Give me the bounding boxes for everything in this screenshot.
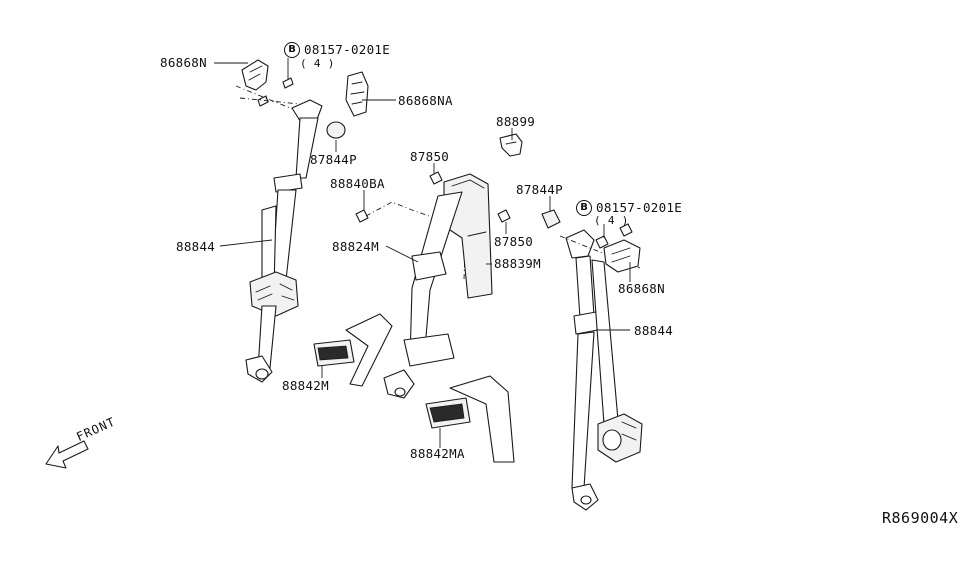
clip-88899: [499, 133, 523, 157]
bracket-86868na-body: [345, 71, 369, 117]
guide-left: [273, 173, 303, 193]
front-arrow-icon: [45, 440, 89, 469]
bolt-circle-b-icon-right: B: [576, 200, 592, 216]
guide-right: [573, 311, 599, 335]
label-87850-top: 87850: [410, 149, 450, 164]
webbing-lower-right: [571, 331, 595, 489]
buckle-88842m-strap: [345, 313, 393, 387]
cover-cap-87844p-left: [326, 121, 346, 139]
cover-cap-87844p-right: [541, 209, 561, 229]
clip-88899-body: [499, 133, 523, 157]
retractor-left: [249, 271, 299, 317]
right-seat-belt-assembly: [541, 209, 643, 511]
webbing-upper-left: [295, 117, 319, 179]
left-seat-belt-assembly: [235, 59, 346, 383]
label-88844-left: 88844: [176, 239, 216, 254]
label-88839m: 88839M: [494, 256, 541, 271]
label-88842ma: 88842MA: [410, 446, 465, 461]
label-87850-right: 87850: [494, 234, 534, 249]
label-88840ba: 88840BA: [330, 176, 385, 191]
label-bolt-spec-top: 08157-0201E: [304, 42, 391, 57]
buckle-88842ma: [425, 375, 515, 463]
bracket-86868na: [345, 71, 369, 117]
center-seat-belt-assembly: [355, 171, 511, 399]
center-webbing-fold: [403, 333, 455, 367]
reference-number: R869004X: [882, 509, 959, 527]
buckle-88842ma-strap: [449, 375, 515, 463]
label-86868n-top: 86868N: [160, 55, 207, 70]
bolt-87850-right: [497, 209, 511, 223]
bolt-88840ba: [355, 209, 369, 223]
label-88824m: 88824M: [332, 239, 379, 254]
anchor-bracket-right: [603, 239, 641, 273]
label-qty-right: ( 4 ): [594, 214, 629, 227]
anchor-bracket-left: [241, 59, 269, 91]
center-guide-88824m: [411, 251, 447, 281]
bolt-right-2: [619, 223, 633, 237]
label-88842m: 88842M: [282, 378, 329, 393]
bolt-left-2: [257, 95, 269, 107]
label-86868n-right: 86868N: [618, 281, 665, 296]
bolt-circle-b-icon-top: B: [284, 42, 300, 58]
bolt-87850-top: [429, 171, 443, 185]
upper-anchor-right: [565, 229, 595, 259]
label-86868na: 86868NA: [398, 93, 453, 108]
center-lower-anchor: [383, 369, 415, 399]
label-87844p-left: 87844P: [310, 152, 357, 167]
bolt-right-1: [595, 235, 609, 249]
label-88844-right: 88844: [634, 323, 674, 338]
leader-lines: [214, 58, 631, 448]
label-88899: 88899: [496, 114, 536, 129]
label-bolt-spec-right: 08157-0201E: [596, 200, 683, 215]
label-qty-top: ( 4 ): [300, 57, 335, 70]
webbing-upper-right: [575, 255, 595, 319]
webbing-back-right: [591, 259, 619, 425]
label-87844p-right: 87844P: [516, 182, 563, 197]
buckle-88842m: [313, 313, 393, 387]
